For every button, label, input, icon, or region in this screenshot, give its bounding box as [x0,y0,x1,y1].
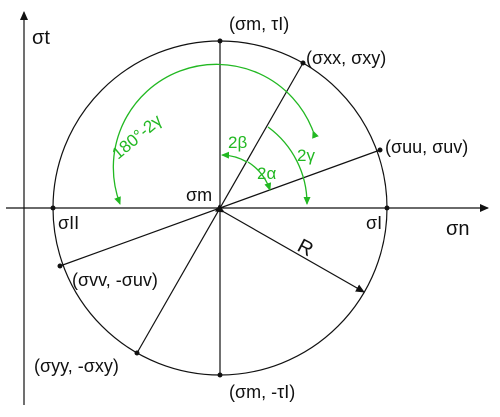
radius-arrow [215,204,365,293]
point-yy [134,350,140,356]
label-sigma-II: σII [58,213,79,233]
arc-180-minus-2gamma [112,63,319,205]
label-angle-180-minus-2gamma: 180°-2γ [108,110,166,163]
point-top [217,38,223,44]
label-radius: R [294,235,317,261]
point-uu [377,147,383,153]
label-point-uu: (σuu, σuv) [385,137,468,157]
point-sigma-II [50,205,56,211]
label-center: σm [186,185,212,205]
horizontal-axis-label: σn [446,218,469,240]
arc-2beta [221,151,248,163]
label-angle-2beta: 2β [228,133,247,152]
point-bottom [217,372,223,378]
label-angle-2gamma: 2γ [297,146,315,165]
label-point-vv: (σvv, -σuv) [72,270,158,290]
label-point-xx: (σxx, σxy) [306,48,386,68]
point-vv [57,263,63,269]
arc-2alpha [247,161,272,191]
point-xx [300,60,306,66]
label-point-yy: (σyy, -σxy) [34,356,119,376]
label-top-point: (σm, τI) [229,14,289,34]
label-angle-2alpha: 2α [257,164,276,183]
arc-2gamma [267,126,311,205]
label-sigma-I: σI [366,213,382,233]
vertical-axis-label: σt [32,27,50,49]
label-bottom-point: (σm, -τI) [229,382,295,402]
point-sigma-I [384,205,390,211]
